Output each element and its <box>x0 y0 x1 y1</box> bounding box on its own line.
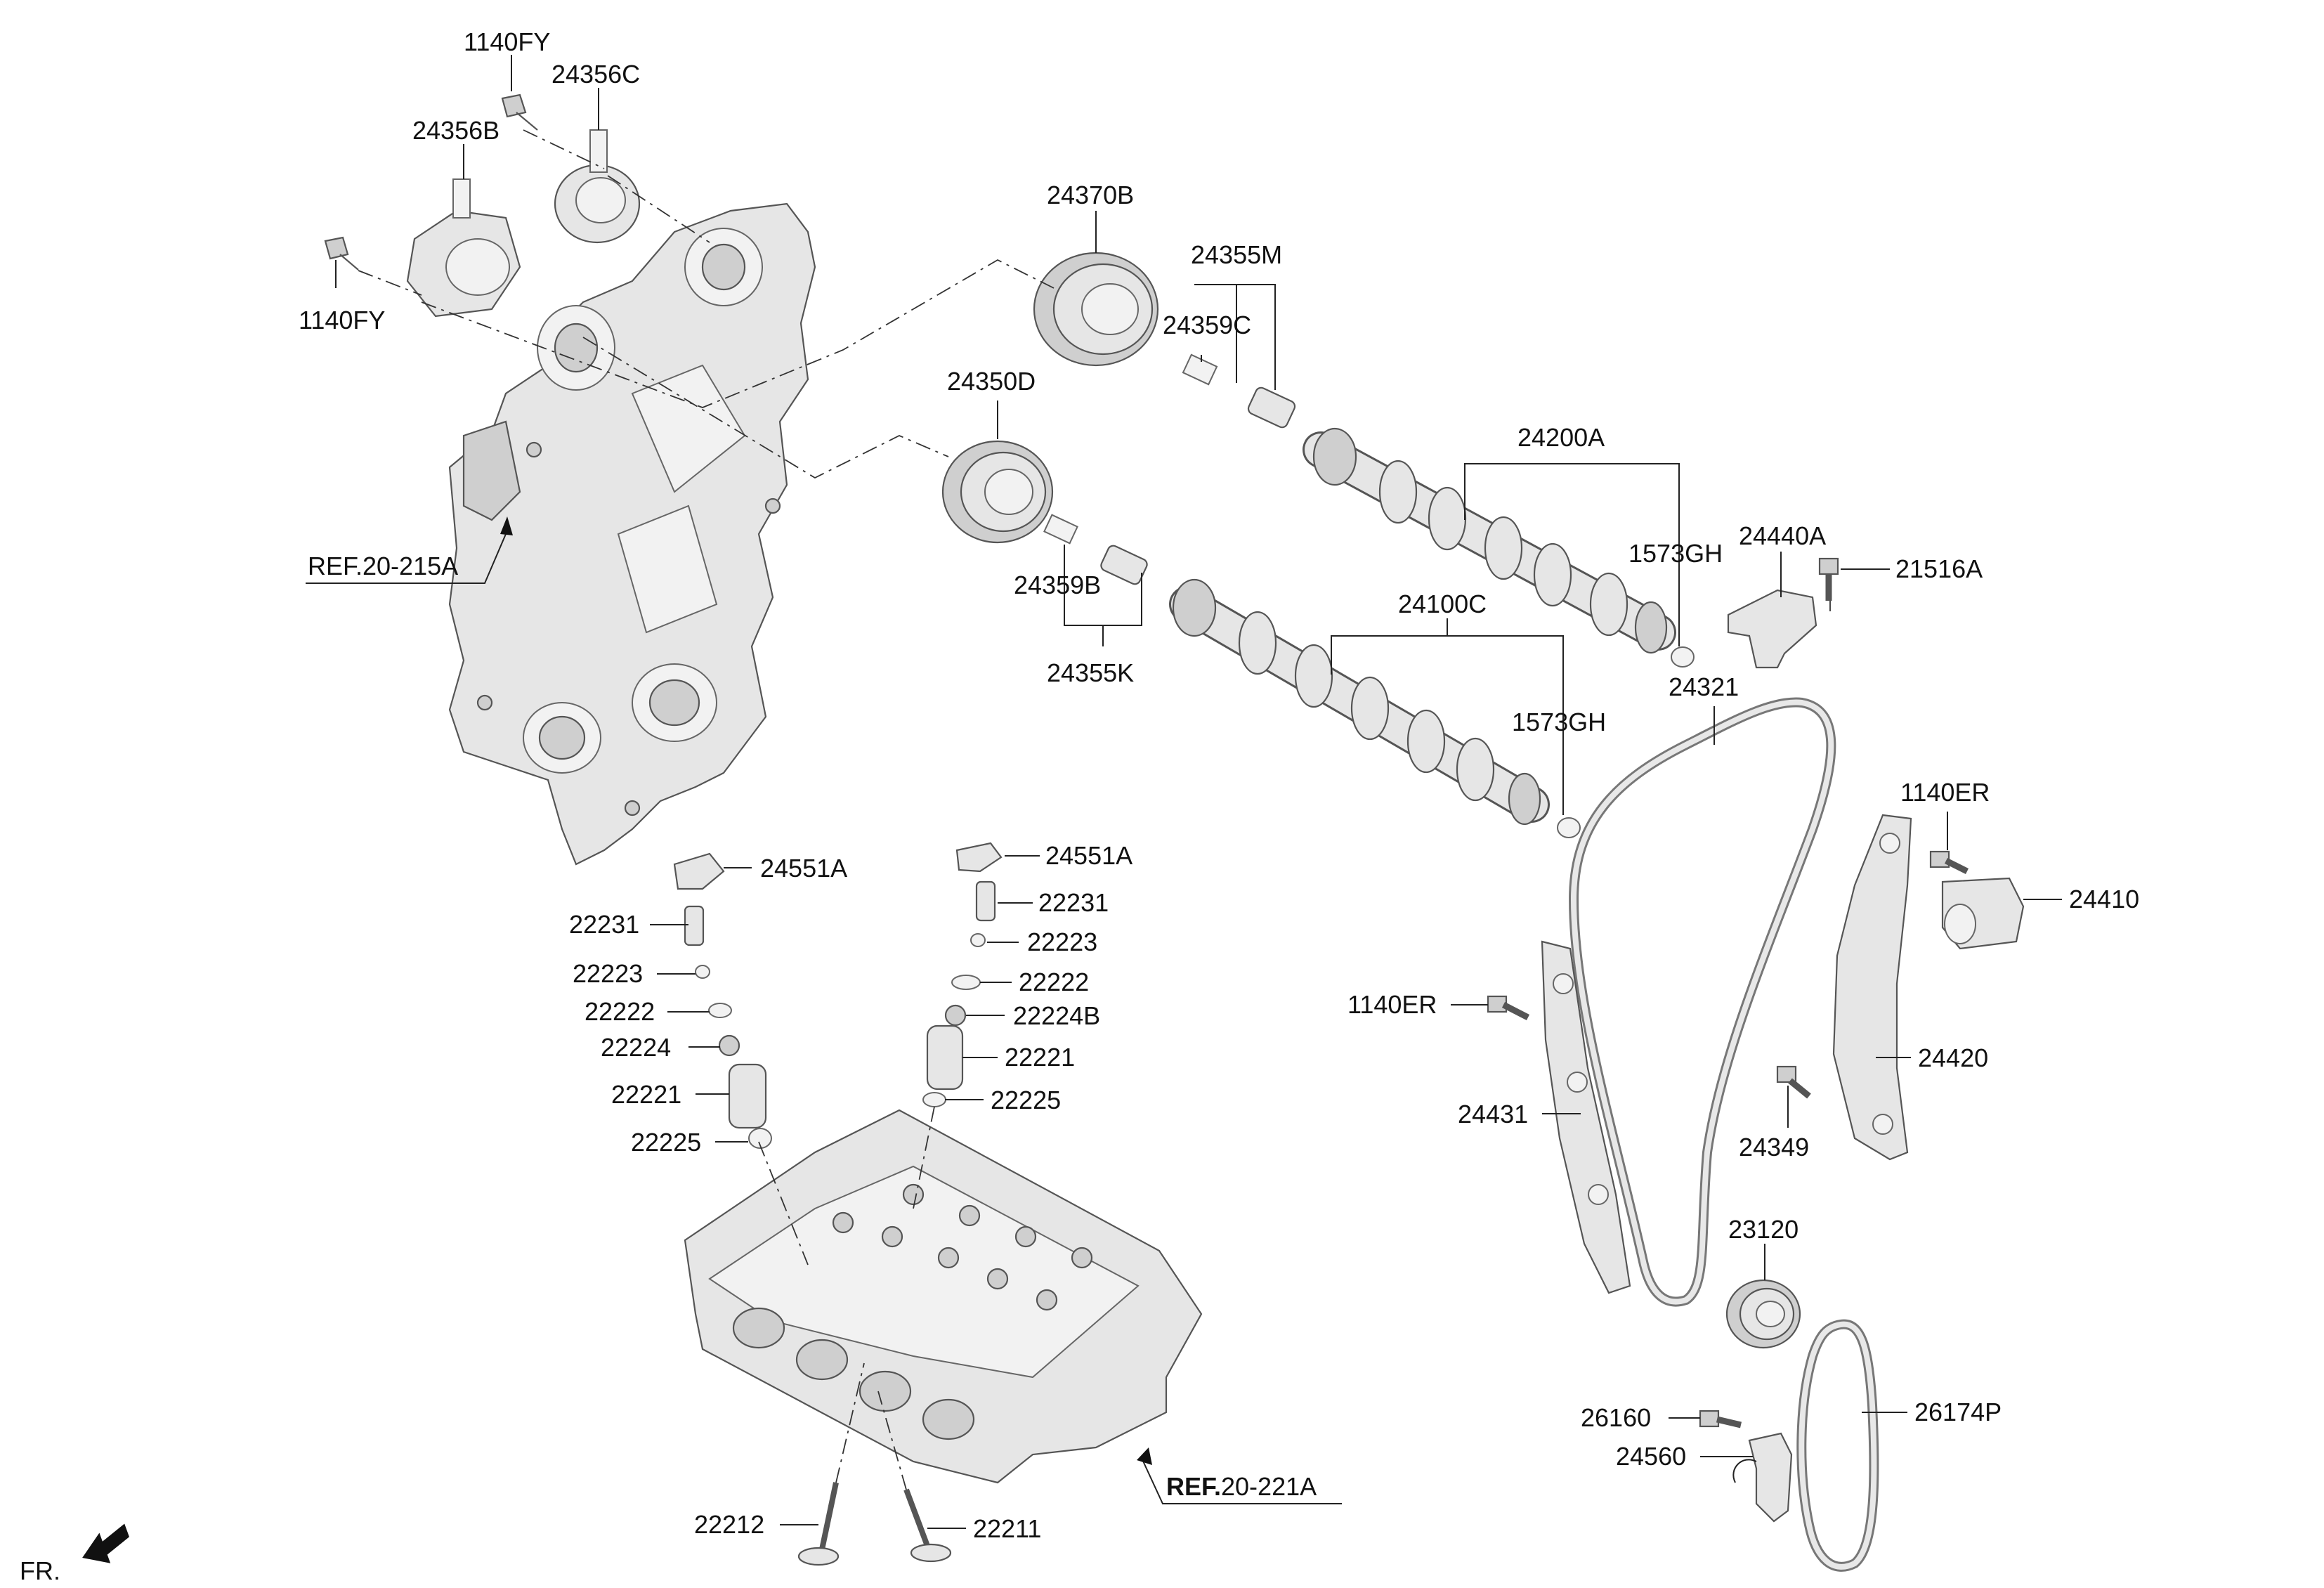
label-26174P: 26174P <box>1914 1398 2002 1426</box>
tensioner-24560 <box>1732 1432 1793 1523</box>
cylinder-head <box>684 1109 1203 1484</box>
oil-pump-chain-26174P <box>1796 1319 1879 1572</box>
label-22223-left: 22223 <box>573 959 643 988</box>
label-22212: 22212 <box>694 1510 764 1539</box>
plug-1573GH-a <box>1671 646 1695 668</box>
label-22211: 22211 <box>973 1514 1041 1543</box>
label-22231-right: 22231 <box>1038 888 1109 917</box>
bolt-24359C <box>1182 353 1218 386</box>
bolt-24355K <box>1100 545 1148 585</box>
label-1573GH-a: 1573GH <box>1628 539 1723 568</box>
label-22223-right: 22223 <box>1027 928 1097 956</box>
part-24356C-cap <box>554 129 641 244</box>
label-22222-left: 22222 <box>585 997 655 1026</box>
label-21516A: 21516A <box>1895 554 1983 583</box>
leader-lines <box>306 55 2062 1529</box>
bolt-1140ER-mid <box>1487 995 1530 1021</box>
label-1140FY-left: 1140FY <box>299 306 385 334</box>
label-22222-right: 22222 <box>1019 968 1089 996</box>
bolt-24359B <box>1043 514 1078 545</box>
label-22225-right: 22225 <box>991 1086 1061 1114</box>
label-24355K: 24355K <box>1047 658 1134 687</box>
label-24410: 24410 <box>2069 885 2139 913</box>
label-24100C: 24100C <box>1398 590 1487 618</box>
label-24356C: 24356C <box>551 60 640 89</box>
label-24355M: 24355M <box>1191 240 1282 269</box>
bracket-24440A <box>1727 589 1817 669</box>
ref-label-front: REF.20-215A <box>308 552 458 580</box>
label-22221-left: 22221 <box>611 1080 681 1109</box>
ref-label-head-bold: REF. <box>1166 1472 1221 1501</box>
ref-label-head-prefix: REF.20-221A <box>1166 1472 1317 1501</box>
label-24356B: 24356B <box>412 116 500 145</box>
crank-sprocket-23120 <box>1725 1279 1801 1349</box>
valve-22211 <box>903 1488 952 1563</box>
tensioner-arm-24420 <box>1832 814 1912 1161</box>
label-24420: 24420 <box>1918 1043 1988 1072</box>
camshaft-24100C <box>1169 578 1550 826</box>
camshaft-24200A <box>1303 427 1676 654</box>
label-22224: 22224 <box>601 1033 671 1062</box>
label-1140ER-right: 1140ER <box>1900 778 1990 807</box>
tensioner-24410 <box>1941 877 2025 950</box>
label-1140FY-top: 1140FY <box>464 27 550 56</box>
valvetrain-right <box>922 842 1003 1107</box>
label-24359B: 24359B <box>1014 571 1101 599</box>
sprocket-24350D <box>941 440 1054 544</box>
part-24356B-housing <box>406 178 521 318</box>
label-24350D: 24350D <box>947 367 1036 396</box>
label-22221-right: 22221 <box>1005 1043 1075 1072</box>
ref-arrow-head <box>1137 1447 1152 1465</box>
label-24370B: 24370B <box>1047 181 1134 209</box>
label-24321: 24321 <box>1669 672 1739 701</box>
label-24200A: 24200A <box>1517 423 1605 452</box>
label-23120: 23120 <box>1728 1215 1799 1244</box>
label-24359C: 24359C <box>1163 311 1251 339</box>
valve-22212 <box>797 1482 840 1566</box>
bolt-1140FY-top <box>501 93 538 131</box>
ref-arrow-front <box>500 516 513 535</box>
bolt-21516A <box>1818 557 1839 601</box>
ref-label-head-rest: 20-221A <box>1221 1472 1317 1501</box>
timing-chain-24321 <box>1568 697 1836 1307</box>
plug-1573GH-b <box>1557 817 1581 838</box>
label-22231-left: 22231 <box>569 910 639 939</box>
label-22225-left: 22225 <box>631 1128 701 1157</box>
timing-cover <box>448 202 816 866</box>
label-24440A: 24440A <box>1739 521 1826 550</box>
label-26160: 26160 <box>1581 1403 1651 1432</box>
label-1140ER-mid: 1140ER <box>1347 990 1437 1019</box>
label-1573GH-b: 1573GH <box>1512 708 1606 736</box>
bolt-24349 <box>1776 1065 1811 1099</box>
front-direction-arrow-icon <box>82 1523 129 1563</box>
guide-24431 <box>1541 940 1631 1294</box>
label-24551A-right: 24551A <box>1045 841 1132 870</box>
bolt-1140ER-right <box>1929 850 1969 875</box>
sprocket-24370B <box>1033 252 1159 367</box>
label-24431: 24431 <box>1458 1100 1528 1128</box>
label-24560: 24560 <box>1616 1442 1686 1471</box>
bolt-1140FY-left <box>324 236 359 271</box>
bolt-26160 <box>1699 1410 1742 1428</box>
bolt-24355M <box>1247 386 1296 429</box>
label-24349: 24349 <box>1739 1133 1809 1161</box>
orientation-label: FR. <box>20 1556 60 1585</box>
valvetrain-left <box>673 852 772 1149</box>
assembly-lines <box>358 129 1831 1490</box>
part-labels: 1140FY 24356C 24356B 1140FY 24370B 24355… <box>20 27 2139 1585</box>
label-22224B: 22224B <box>1013 1001 1100 1030</box>
label-24551A-left: 24551A <box>760 854 847 883</box>
